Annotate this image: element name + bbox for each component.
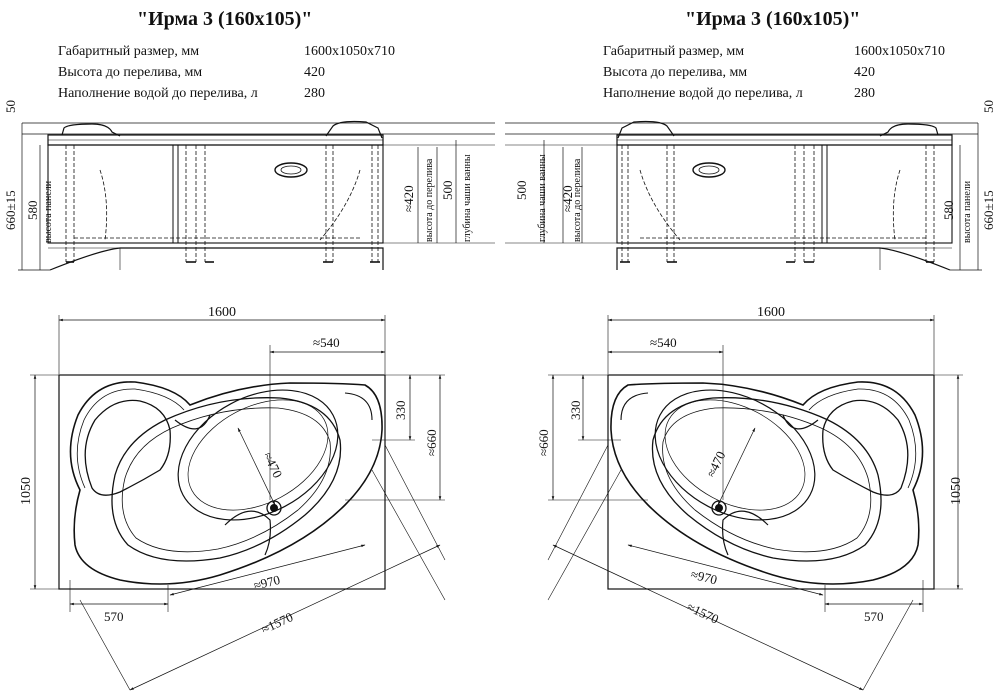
dim-height-outer: 660±15 bbox=[3, 190, 18, 230]
right-plan-view bbox=[548, 315, 963, 690]
dim-width: 1050 bbox=[949, 477, 964, 505]
dim-1570: ≈1570 bbox=[685, 599, 721, 627]
spec-row: Габаритный размер, мм 1600x1050x710 bbox=[603, 42, 945, 63]
dim-540: ≈540 bbox=[650, 335, 677, 350]
spec-row: Высота до перелива, мм 420 bbox=[603, 63, 933, 84]
dim-bowl-label: глубина чаши ванны bbox=[537, 154, 548, 242]
dim-970: ≈970 bbox=[689, 566, 718, 587]
dim-bowl-label: глубина чаши ванны bbox=[462, 154, 473, 242]
dim-330: 330 bbox=[393, 401, 408, 421]
dim-overflow-label: высота до перелива bbox=[572, 158, 583, 242]
spec-value: 1600x1050x710 bbox=[854, 44, 945, 59]
left-spec-table: Габаритный размер, мм 1600x1050x710 Высо… bbox=[58, 42, 395, 105]
dim-bowl: 500 bbox=[440, 181, 455, 201]
dim-top-gap: 50 bbox=[981, 100, 996, 113]
spec-value: 420 bbox=[304, 65, 325, 80]
spec-value: 420 bbox=[854, 65, 875, 80]
dim-length: 1600 bbox=[757, 305, 785, 320]
dim-panel-height: 580 bbox=[941, 201, 956, 221]
spec-value: 280 bbox=[854, 86, 875, 101]
dim-1570: ≈1570 bbox=[259, 609, 295, 637]
dim-panel-label: высота панели bbox=[43, 180, 54, 243]
spec-label: Высота до перелива, мм bbox=[603, 65, 748, 80]
dim-330: 330 bbox=[568, 401, 583, 421]
dim-width: 1050 bbox=[19, 477, 34, 505]
dim-570: 570 bbox=[864, 609, 884, 624]
right-title: "Ирма 3 (160x105)" bbox=[685, 8, 861, 30]
dim-540: ≈540 bbox=[313, 335, 340, 350]
spec-label: Габаритный размер, мм bbox=[58, 44, 200, 59]
dim-length: 1600 bbox=[208, 305, 236, 320]
right-spec-table: Габаритный размер, мм 1600x1050x710 Высо… bbox=[603, 42, 945, 105]
dim-bowl: 500 bbox=[514, 181, 529, 201]
dim-panel-label: высота панели bbox=[962, 180, 973, 243]
dim-660: ≈660 bbox=[424, 429, 439, 456]
dim-overflow-label: высота до перелива bbox=[424, 158, 435, 242]
spec-label: Наполнение водой до перелива, л bbox=[603, 86, 803, 101]
spec-label: Габаритный размер, мм bbox=[603, 44, 745, 59]
spec-row: Наполнение водой до перелива, л 280 bbox=[603, 84, 933, 105]
left-plan-view bbox=[30, 315, 445, 690]
dim-470: ≈470 bbox=[703, 449, 728, 480]
spec-value: 1600x1050x710 bbox=[304, 44, 395, 59]
dim-470: ≈470 bbox=[260, 450, 285, 481]
spec-label: Наполнение водой до перелива, л bbox=[58, 86, 258, 101]
spec-label: Высота до перелива, мм bbox=[58, 65, 203, 80]
dim-height-outer: 660±15 bbox=[981, 190, 996, 230]
dim-overflow: ≈420 bbox=[560, 185, 575, 212]
spec-row: Высота до перелива, мм 420 bbox=[58, 63, 358, 84]
spec-row: Габаритный размер, мм 1600x1050x710 bbox=[58, 42, 395, 63]
spec-row: Наполнение водой до перелива, л 280 bbox=[58, 84, 358, 105]
dim-top-gap: 50 bbox=[3, 100, 18, 113]
dim-570: 570 bbox=[104, 609, 124, 624]
dim-660: ≈660 bbox=[536, 429, 551, 456]
spec-value: 280 bbox=[304, 86, 325, 101]
dim-panel-height: 580 bbox=[25, 201, 40, 221]
left-title: "Ирма 3 (160x105)" bbox=[137, 8, 313, 30]
dim-overflow: ≈420 bbox=[401, 185, 416, 212]
dim-970: ≈970 bbox=[252, 572, 281, 593]
